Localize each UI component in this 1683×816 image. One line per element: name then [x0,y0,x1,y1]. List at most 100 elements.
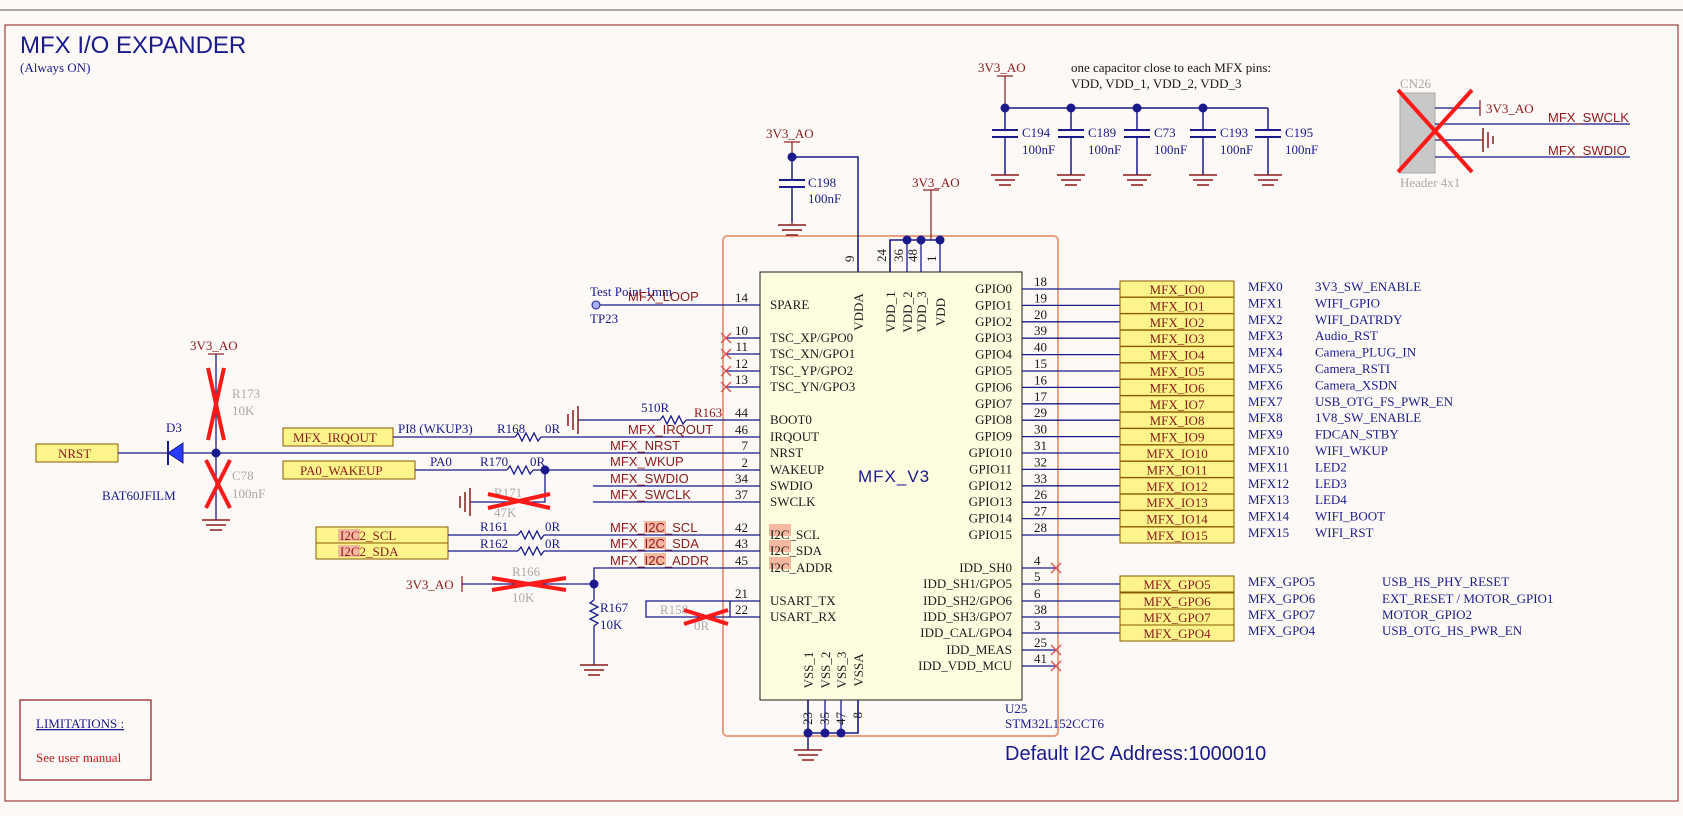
net-mfx-i2c-sda: MFX_I2C_SDA [610,536,699,551]
r163-val: 510R [641,400,670,415]
wire-addr [593,567,760,584]
wire-vdda [792,156,859,272]
dnp-cross-icon [683,608,729,626]
junction-vdd-2 [916,235,926,245]
pin-number: 36 [891,249,906,263]
pin-number: 32 [1034,454,1047,469]
vdda-supply: 3V3_AO C198 100nF [766,126,859,272]
mfx-label: MFX10 [1248,443,1289,458]
d3-part: BAT60JFILM [102,488,176,503]
d3-ref: D3 [166,420,182,435]
pin-number: 48 [905,249,920,262]
pin-number: 1 [924,256,939,263]
r158-ref: R158 [660,602,688,617]
gnd-icon [778,222,806,236]
mfx-label: MFX15 [1248,525,1289,540]
pin-number: 9 [842,256,857,263]
cn26-body [1399,92,1436,174]
func-label: Camera_XSDN [1315,377,1398,392]
pin-number: 47 [833,712,848,726]
cn26-header: CN26 Header 4x1 3V3_AO MFX_SWCLK MFX_SWD… [1396,76,1630,190]
swd-nets: MFX_SWDIO MFX_SWCLK [593,471,760,503]
mfx-label: MFX_GPO6 [1248,591,1316,606]
no-connect-icon [1050,644,1062,656]
pin-number: 29 [1034,405,1047,420]
pin-name: BOOT0 [770,412,812,427]
no-connect-icon [1050,562,1062,574]
r170-zigzag [506,464,534,476]
pin-name: GPIO1 [975,297,1012,312]
pin-number: 24 [874,249,889,263]
mfx-label: MFX_GPO4 [1248,623,1316,638]
pin-number: 5 [1034,569,1041,584]
net-mfx-swdio: MFX_SWDIO [610,471,689,486]
mfx-label: MFX8 [1248,410,1283,425]
r161-ref: R161 [480,519,508,534]
pin-number: 16 [1034,372,1048,387]
pin-number: 6 [1034,586,1041,601]
r173-val: 10K [232,403,255,418]
pin-number: 38 [1034,602,1047,617]
mfx-label: MFX_GPO5 [1248,574,1315,589]
dnp-cross-icon [204,459,232,509]
pin-number: 15 [1034,356,1047,371]
port-label: MFX_GPO7 [1143,610,1211,625]
r162-ref: R162 [480,536,508,551]
tsc-no-connect [720,332,732,393]
highlight-i2c [769,557,791,569]
junction-vss-2 [820,728,830,738]
pin-number: 11 [735,339,748,354]
pin-number: 27 [1034,504,1048,519]
pin-name: GPIO11 [969,461,1012,476]
pin-name: USART_RX [770,609,837,624]
net-pi8: PI8 (WKUP3) [398,421,473,436]
wakeup-circuit: PA0_WAKEUP PA0 R170 0R MFX_WKUP R171 47K [282,454,760,520]
no-connect-icon [1050,660,1062,672]
port-label: MFX_GPO6 [1143,594,1211,609]
no-connect-icon [720,332,732,344]
dnp-cross-icon [1396,88,1474,174]
chip-designator: U25 [1005,701,1027,716]
tp-label: Test Point 1mm [590,284,672,299]
r163-zigzag [659,414,687,426]
port-label: MFX_IO4 [1150,348,1205,363]
cn26-pwr-label: 3V3_AO [1486,101,1534,116]
highlight-mfx-sda [644,537,666,549]
pin-name: I2C_ADDR [770,560,833,575]
pin-number: 37 [735,487,749,502]
cap-ref: C73 [1154,125,1176,140]
wire-r171 [470,470,546,503]
mfx-label: MFX2 [1248,312,1283,327]
limitations-title: LIMITATIONS : [36,716,124,731]
pin-name: IRQOUT [770,429,819,444]
pin-name: WAKEUP [770,462,824,477]
highlight-i2c [769,524,791,536]
cap-val: 100nF [1022,142,1055,157]
func-label: Camera_RSTI [1315,361,1390,376]
port-label: MFX_IO6 [1150,380,1205,395]
cap-ref: C195 [1285,125,1313,140]
mfx-label: MFX13 [1248,492,1289,507]
pin-number: 34 [735,471,749,486]
pin-name: VDD_2 [900,291,915,332]
boot0-circuit: 510R R163 [567,400,760,434]
pin-name: GPIO0 [975,281,1012,296]
port-box [1119,575,1235,593]
pin-number: 31 [1034,438,1047,453]
mfx-label: MFX5 [1248,361,1283,376]
func-label: 3V3_SW_ENABLE [1315,279,1421,294]
port-label: MFX_IO3 [1150,331,1205,346]
pin-name: IDD_SH3/GPO7 [923,609,1012,624]
sheet-frame [4,24,1679,802]
pin-number: 40 [1034,340,1047,355]
pwr-label-r173: 3V3_AO [190,338,238,353]
pin-name: GPIO2 [975,314,1012,329]
func-label: FDCAN_STBY [1315,427,1399,442]
vss-ground [794,700,859,761]
chip-right-pins: 18GPIO019GPIO120GPIO239GPIO340GPIO415GPI… [918,274,1120,673]
c78-ref: C78 [232,468,254,483]
pin-number: 22 [735,602,748,617]
cap-val: 100nF [1154,142,1187,157]
r168-zigzag [514,431,542,443]
